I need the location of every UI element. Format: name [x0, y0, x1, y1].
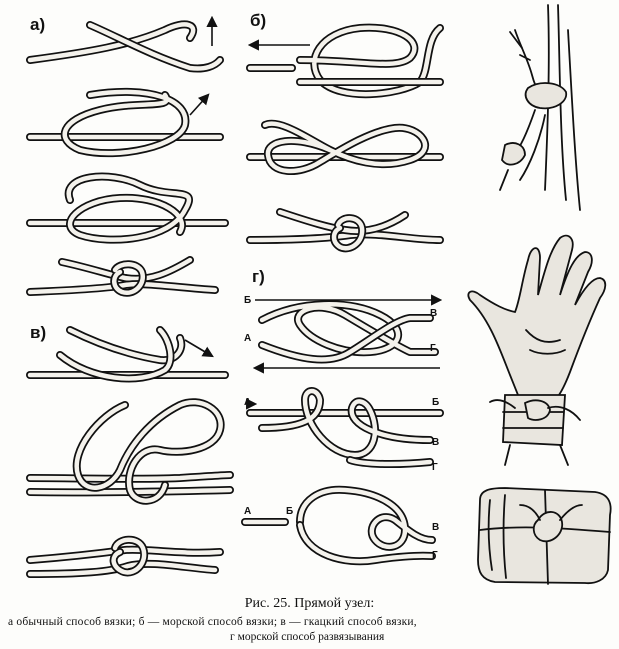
panel-g-step3	[241, 485, 436, 566]
end-label-v: В	[432, 437, 439, 448]
panel-v-step3	[26, 535, 224, 578]
panel-label-a: а)	[30, 15, 45, 34]
panel-g-step2	[246, 387, 444, 469]
end-label-v: В	[430, 308, 437, 319]
end-label-b: Б	[286, 506, 293, 517]
figure-caption-line1: а обычный способ вязки; б — морской спос…	[8, 616, 417, 628]
end-label-g: Г	[432, 550, 438, 561]
panel-label-v: в)	[30, 323, 46, 342]
panel-g-diagram	[241, 294, 444, 566]
panel-a-step2	[26, 87, 224, 158]
panel-v-step1	[26, 326, 229, 383]
panel-g-step1	[252, 294, 443, 374]
figure-caption-title: Рис. 25. Прямой узел:	[244, 596, 375, 611]
panel-a-step1	[26, 15, 224, 73]
end-label-g: Г	[430, 343, 436, 354]
panel-v-diagram	[26, 326, 234, 578]
end-label-b: Б	[244, 295, 251, 306]
panel-b-step3	[246, 208, 444, 253]
figure-caption-line2: г морской способ развязывания	[230, 631, 385, 643]
panel-label-b: б)	[250, 11, 266, 30]
panel-a-step4	[26, 256, 219, 297]
bundle-illustration	[477, 487, 612, 585]
panel-b-step2	[246, 119, 444, 176]
end-label-a: А	[244, 506, 251, 517]
panel-v-step2	[26, 398, 234, 505]
end-label-a: А	[244, 333, 251, 344]
end-label-g: Г	[432, 462, 438, 473]
panel-b-step1	[246, 23, 444, 99]
end-label-a: А	[244, 397, 251, 408]
panel-label-g: г)	[252, 267, 265, 286]
end-label-v: В	[432, 522, 439, 533]
wrist-bandage-illustration	[467, 234, 607, 466]
panel-a-diagram	[26, 15, 229, 297]
panel-b-diagram	[246, 23, 444, 253]
hanging-rope-illustration	[499, 4, 581, 211]
knot-illustration: а) б) в) г) Б А В Г А Б В Г А Б В Г	[26, 4, 612, 585]
panel-a-step3	[26, 172, 229, 244]
end-label-b: Б	[432, 397, 439, 408]
